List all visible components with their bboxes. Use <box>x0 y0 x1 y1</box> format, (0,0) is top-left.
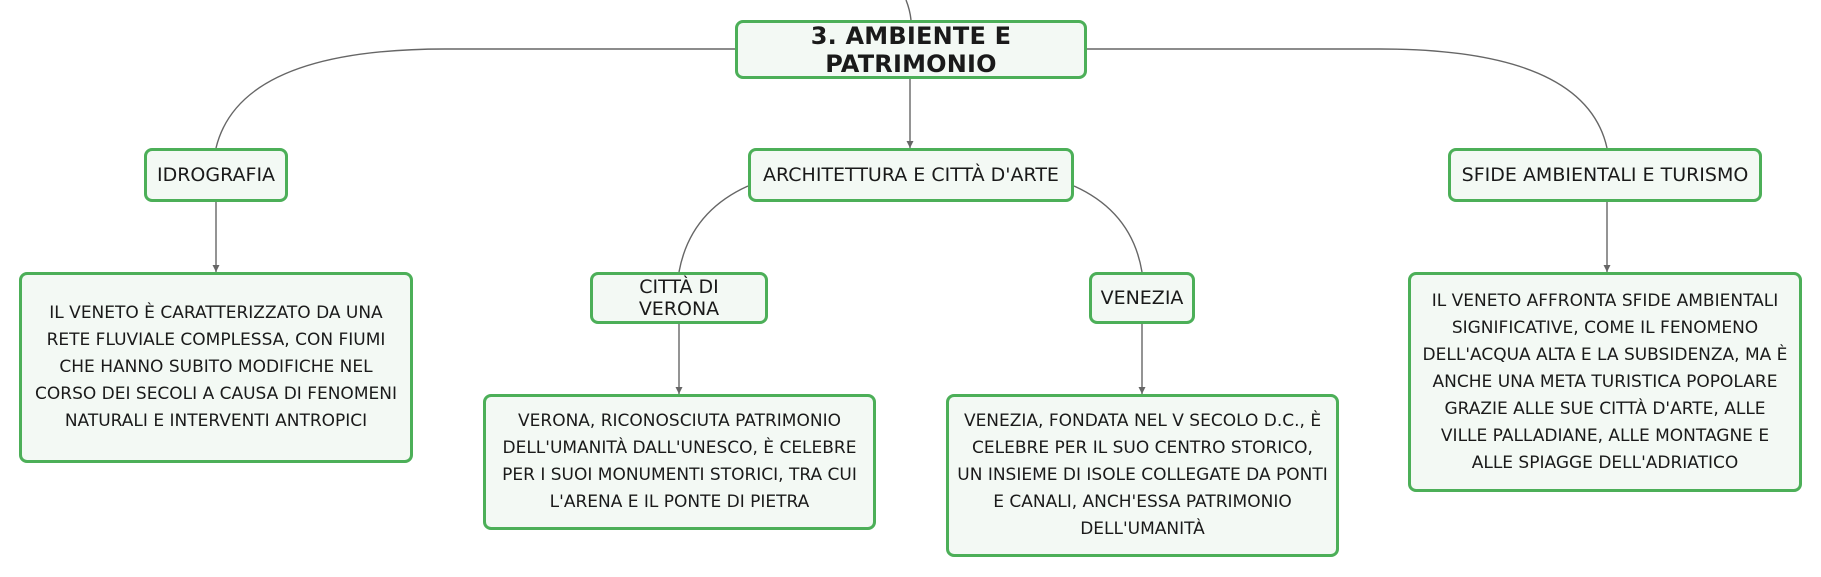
connector-parent-to-root <box>905 0 912 21</box>
topic-node-idrografia-label: IDROGRAFIA <box>156 164 276 186</box>
subtopic-node-venezia[interactable]: VENEZIA <box>1089 272 1195 324</box>
subtopic-node-verona-label: CITTÀ DI VERONA <box>638 276 720 320</box>
connector-root-to-idrografia <box>215 48 735 149</box>
topic-node-sfide-label: SFIDE AMBIENTALI E TURISMO <box>1461 164 1749 186</box>
subtopic-node-venezia-label: VENEZIA <box>1100 287 1184 309</box>
root-node[interactable]: 3. AMBIENTE E PATRIMONIO <box>735 20 1087 79</box>
detail-node-idrografia-text: IL VENETO È CARATTERIZZATO DA UNA RETE F… <box>35 303 397 431</box>
topic-node-idrografia[interactable]: IDROGRAFIA <box>144 148 288 202</box>
detail-node-venezia[interactable]: VENEZIA, FONDATA NEL V SECOLO D.C., È CE… <box>946 394 1339 557</box>
connector-architettura-to-venezia <box>1073 185 1143 273</box>
detail-node-sfide-text: IL VENETO AFFRONTA SFIDE AMBIENTALI SIGN… <box>1422 290 1788 473</box>
topic-node-sfide[interactable]: SFIDE AMBIENTALI E TURISMO <box>1448 148 1762 202</box>
arrowhead-idrografia-to-detail <box>212 265 220 272</box>
detail-node-verona-text: VERONA, RICONOSCIUTA PATRIMONIO DELL'UMA… <box>502 411 857 512</box>
topic-node-architettura[interactable]: ARCHITETTURA E CITTÀ D'ARTE <box>748 148 1074 202</box>
detail-node-idrografia[interactable]: IL VENETO È CARATTERIZZATO DA UNA RETE F… <box>19 272 413 463</box>
detail-node-venezia-text: VENEZIA, FONDATA NEL V SECOLO D.C., È CE… <box>957 411 1328 539</box>
root-node-label: 3. AMBIENTE E PATRIMONIO <box>810 21 1012 78</box>
subtopic-node-verona[interactable]: CITTÀ DI VERONA <box>590 272 768 324</box>
connector-root-to-sfide <box>1087 48 1608 149</box>
connector-architettura-to-verona <box>678 185 749 273</box>
arrowhead-verona-to-detail <box>675 387 683 394</box>
arrowhead-root-to-architettura <box>906 141 914 148</box>
arrowhead-sfide-to-detail <box>1603 265 1611 272</box>
topic-node-architettura-label: ARCHITETTURA E CITTÀ D'ARTE <box>763 164 1059 186</box>
arrowhead-venezia-to-detail <box>1138 387 1146 394</box>
detail-node-sfide[interactable]: IL VENETO AFFRONTA SFIDE AMBIENTALI SIGN… <box>1408 272 1802 492</box>
detail-node-verona[interactable]: VERONA, RICONOSCIUTA PATRIMONIO DELL'UMA… <box>483 394 876 530</box>
